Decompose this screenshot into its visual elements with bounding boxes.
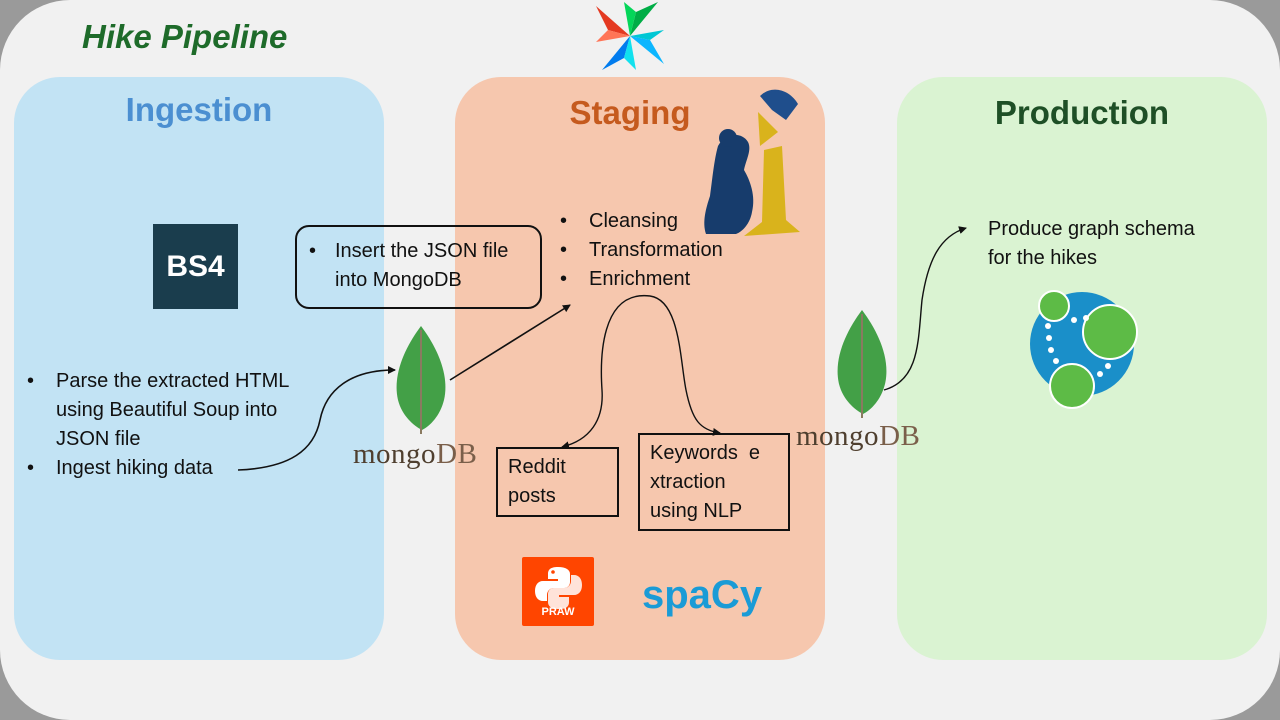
mongodb-leaf-icon-2 <box>837 310 887 418</box>
spacy-logo-icon: spaCy <box>642 573 763 617</box>
ingestion-bullets: Parse the extracted HTML using Beautiful… <box>26 367 296 483</box>
arrow-enrichment-to-reddit <box>561 295 651 450</box>
staging-bullet-cleansing: Cleansing <box>559 207 779 236</box>
mongodb-mongo-text-2: mongo <box>796 420 880 452</box>
bs4-logo-text: BS4 <box>166 249 225 283</box>
insert-json-box: Insert the JSON file into MongoDB <box>295 225 542 309</box>
reddit-line-1: Reddit <box>508 456 566 478</box>
staging-bullet-transformation: Transformation <box>559 236 779 265</box>
insert-json-bullet: Insert the JSON file into MongoDB <box>305 237 532 295</box>
ingestion-bullet-parse: Parse the extracted HTML using Beautiful… <box>26 367 296 454</box>
reddit-posts-box: Reddit posts <box>496 447 619 517</box>
bs4-logo-icon: BS4 <box>153 224 238 309</box>
mongodb-mongo-text-1: mongo <box>353 438 437 470</box>
production-description: Produce graph schema for the hikes <box>988 215 1248 273</box>
staging-bullet-enrichment: Enrichment <box>559 265 779 294</box>
insert-json-line-2: into MongoDB <box>335 269 462 291</box>
ingestion-title: Ingestion <box>125 91 273 128</box>
reddit-line-2: posts <box>508 485 556 507</box>
insert-json-line-1: Insert the JSON file <box>335 240 509 262</box>
mongodb-db-text-1: DB <box>436 438 478 470</box>
keywords-line-3: using NLP <box>650 500 743 522</box>
staging-title: Staging <box>569 94 691 131</box>
praw-python-icon <box>535 567 582 609</box>
production-title: Production <box>994 94 1170 131</box>
neo4j-graph-icon <box>1030 290 1138 409</box>
mongodb-leaf-icon <box>396 326 446 434</box>
keywords-line-2: xtraction <box>650 471 726 493</box>
praw-logo-icon: PRAW <box>522 557 594 626</box>
mongodb-wordmark-2: mongoDB <box>796 420 920 453</box>
pandas-bear-icon <box>704 89 800 236</box>
praw-label: PRAW <box>541 606 575 618</box>
arrow-enrichment-to-keywords <box>649 295 721 436</box>
page-title: Hike Pipeline <box>82 18 288 55</box>
arrow-mongodb-to-production <box>883 226 967 391</box>
airflow-pinwheel-icon <box>596 2 664 70</box>
mongodb-wordmark-1: mongoDB <box>353 438 477 471</box>
keywords-extraction-box: Keywords e xtraction using NLP <box>638 433 790 531</box>
arrow-mongodb-to-staging <box>449 304 571 381</box>
keywords-line-1: Keywords e <box>650 442 761 464</box>
production-line-2: for the hikes <box>988 247 1097 269</box>
production-line-1: Produce graph schema <box>988 218 1195 240</box>
ingestion-bullet-ingest: Ingest hiking data <box>26 454 296 483</box>
arrow-ingest-to-mongodb <box>237 366 396 471</box>
staging-bullets: Cleansing Transformation Enrichment <box>559 207 779 294</box>
mongodb-db-text-2: DB <box>879 420 921 452</box>
